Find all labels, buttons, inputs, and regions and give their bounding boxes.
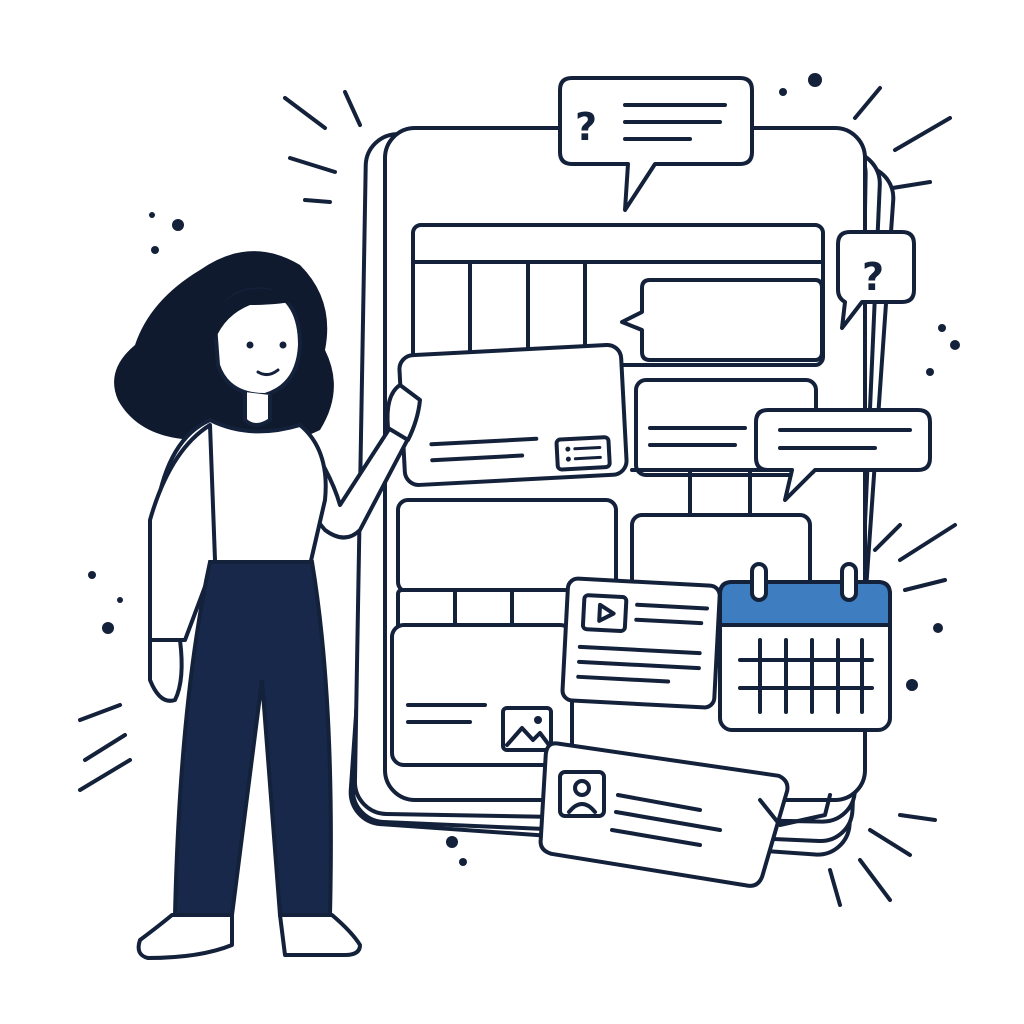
shoe-left: [136, 913, 234, 960]
question-icon: ?: [575, 105, 597, 149]
list-icon: [554, 435, 612, 472]
speech-bubble-message: [754, 408, 932, 502]
profile-card: [538, 741, 832, 888]
held-card: [397, 342, 629, 487]
speech-bubble-top: ?: [558, 76, 754, 212]
play-icon: [580, 593, 629, 633]
pants: [172, 560, 333, 917]
sparkle-lines: [78, 86, 957, 907]
shoe-right: [278, 913, 362, 957]
image-icon: [501, 706, 553, 752]
hand: [385, 383, 422, 442]
question-icon: ?: [862, 255, 884, 299]
speech-bubble-right: ?: [836, 230, 916, 330]
hand-left: [148, 638, 184, 703]
content-rows-left: [390, 498, 630, 767]
dots: [88, 73, 960, 866]
calendar-icon: [718, 562, 892, 732]
video-card: [560, 576, 722, 710]
neck: [243, 392, 272, 427]
person-icon: [558, 770, 606, 818]
table-panel: [411, 223, 825, 367]
woman-figure: [114, 251, 422, 960]
